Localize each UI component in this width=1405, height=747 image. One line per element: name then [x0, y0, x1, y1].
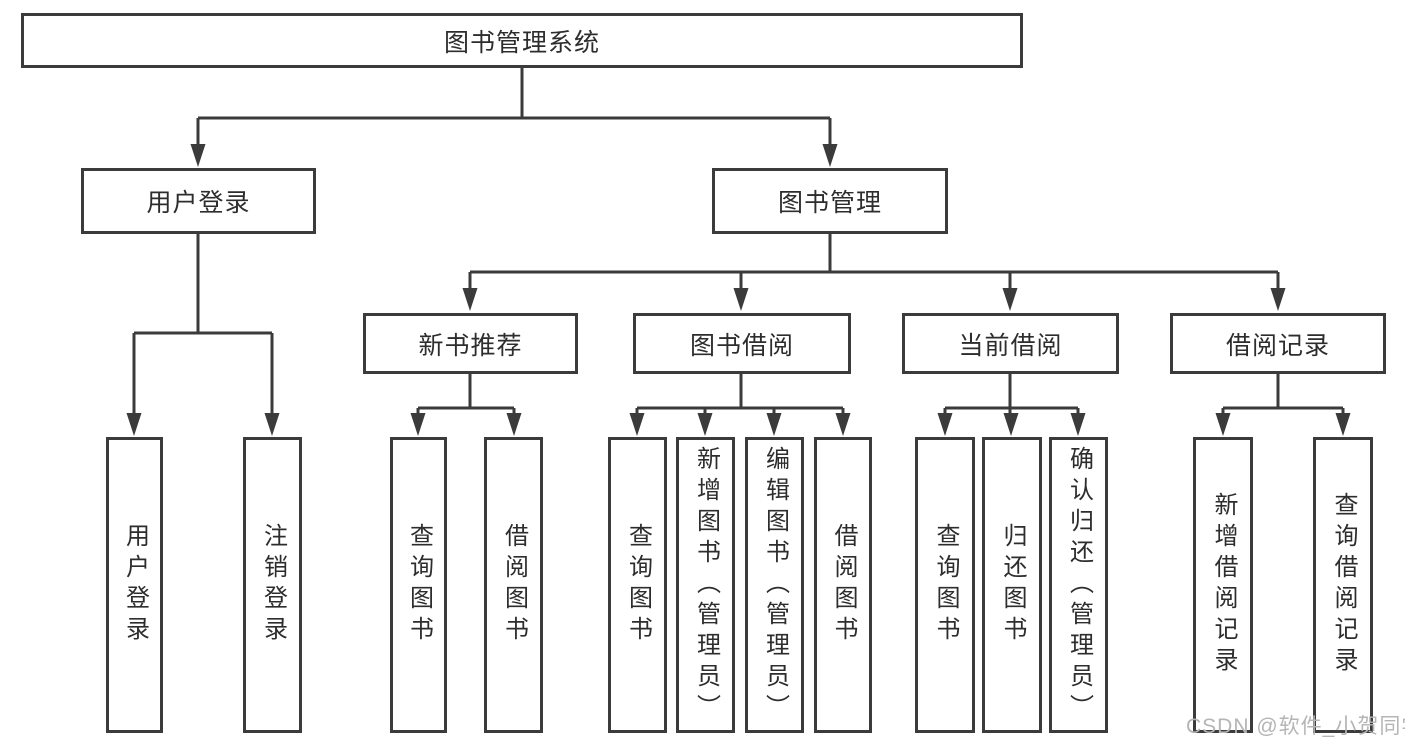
node-label: 图书管理 [777, 189, 882, 217]
arrow-down-icon [822, 144, 838, 167]
node-label: 借阅图书 [830, 523, 857, 647]
arrow-down-icon [462, 288, 478, 311]
arrow-down-icon [126, 413, 142, 436]
arrow-down-icon [1070, 413, 1086, 436]
node-user-login: 用户登录 [81, 168, 316, 234]
edge-borrowing-to-leaves [635, 374, 845, 416]
leaf-return-books: 归还图书 [982, 437, 1042, 733]
node-label: 借阅记录 [1225, 331, 1330, 360]
arrow-down-icon [410, 413, 426, 436]
node-label: 查询图书 [624, 523, 652, 647]
leaf-query-books-borrowing: 查询图书 [608, 437, 667, 733]
leaf-confirm-return-admin: 确认归还（管理员） [1049, 437, 1108, 733]
arrow-down-icon [1270, 288, 1286, 311]
edge-current-to-leaves [943, 374, 1080, 416]
leaf-borrow-books-recommend: 借阅图书 [484, 437, 543, 733]
node-label: 新增借阅记录 [1210, 492, 1237, 678]
node-current-borrowing: 当前借阅 [902, 313, 1119, 374]
node-label: 新增图书（管理员） [692, 445, 720, 725]
arrow-down-icon [937, 413, 953, 436]
leaf-add-books-admin: 新增图书（管理员） [676, 437, 735, 733]
node-new-book-recommendation: 新书推荐 [363, 313, 578, 374]
node-label: 用户登录 [121, 523, 149, 647]
edge-bookmgmt-to-level3 [468, 234, 1280, 291]
node-label: 确认归还（管理员） [1065, 445, 1093, 725]
edge-newbook-to-leaves [416, 374, 516, 416]
arrow-down-icon [1335, 413, 1351, 436]
node-label: 当前借阅 [958, 331, 1063, 360]
arrow-down-icon [506, 413, 522, 436]
leaf-user-login: 用户登录 [106, 437, 163, 733]
leaf-query-books-recommend: 查询图书 [390, 437, 447, 733]
node-label: 新书推荐 [418, 331, 523, 360]
node-label: 查询图书 [932, 523, 959, 647]
node-borrowing-records: 借阅记录 [1170, 313, 1386, 374]
leaf-edit-books-admin: 编辑图书（管理员） [745, 437, 804, 733]
arrow-down-icon [766, 413, 782, 436]
node-label: 查询借阅记录 [1330, 492, 1357, 678]
arrow-down-icon [1215, 413, 1231, 436]
node-label: 图书借阅 [689, 331, 794, 360]
leaf-logout: 注销登录 [243, 437, 302, 733]
arrow-down-icon [264, 413, 280, 436]
arrow-down-icon [190, 144, 206, 167]
leaf-borrow-books: 借阅图书 [814, 437, 872, 733]
arrow-down-icon [733, 288, 749, 311]
node-label: 查询图书 [405, 523, 433, 647]
node-book-borrowing: 图书借阅 [633, 313, 851, 374]
node-label: 注销登录 [259, 523, 287, 647]
node-label: 编辑图书（管理员） [761, 445, 789, 725]
arrow-down-icon [629, 413, 645, 436]
arrow-down-icon [697, 413, 713, 436]
node-label: 用户登录 [146, 189, 251, 217]
node-library-management-system: 图书管理系统 [21, 13, 1023, 68]
watermark: CSDN @软件_小贺同学 [1186, 715, 1405, 738]
node-label: 图书管理系统 [443, 28, 600, 57]
node-label: 归还图书 [999, 523, 1026, 647]
edge-root-to-level2 [196, 68, 832, 147]
node-book-management: 图书管理 [712, 168, 948, 234]
arrow-down-icon [1003, 413, 1019, 436]
leaf-query-borrow-record: 查询借阅记录 [1313, 437, 1373, 733]
arrow-down-icon [835, 413, 851, 436]
node-label: 借阅图书 [500, 523, 528, 647]
edge-userlogin-to-leaves [132, 234, 274, 416]
arrowhead-icons [126, 144, 1351, 436]
edge-records-to-leaves [1221, 374, 1345, 416]
leaf-add-borrow-record: 新增借阅记录 [1193, 437, 1253, 733]
arrow-down-icon [1002, 288, 1018, 311]
leaf-query-books-current: 查询图书 [915, 437, 975, 733]
